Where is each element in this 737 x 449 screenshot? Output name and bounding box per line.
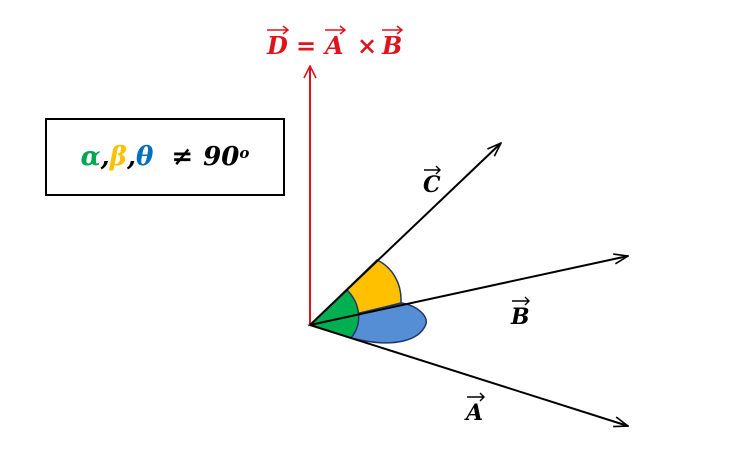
alpha-symbol: α bbox=[80, 142, 101, 172]
not-equal-sign: ≠ bbox=[171, 142, 194, 172]
vector-c-arrow bbox=[309, 143, 501, 326]
vector-b-label: B bbox=[510, 296, 530, 330]
vector-c-letter: C bbox=[423, 172, 441, 198]
theta-symbol: θ bbox=[136, 142, 154, 172]
beta-symbol: β bbox=[109, 142, 127, 172]
angle-value: 90 bbox=[203, 142, 240, 172]
vector-a-label: A bbox=[464, 392, 485, 426]
alpha-sector bbox=[308, 288, 360, 339]
degree-superscript: o bbox=[239, 144, 250, 162]
vector-a-letter: A bbox=[464, 400, 483, 426]
d-formula-d: D bbox=[266, 31, 288, 60]
comma: , bbox=[126, 142, 137, 172]
d-formula-b: B bbox=[381, 31, 402, 60]
d-formula-times: × bbox=[357, 31, 377, 60]
vector-a-arrow bbox=[309, 324, 628, 426]
comma: , bbox=[100, 142, 110, 172]
vector-c-label: C bbox=[423, 165, 441, 198]
d-formula-label: D = A × B bbox=[266, 25, 404, 60]
vector-b-arrow bbox=[309, 256, 628, 326]
vector-b-letter: B bbox=[510, 304, 530, 330]
d-formula-equals: = bbox=[296, 31, 316, 60]
d-formula-a: A bbox=[323, 31, 344, 60]
